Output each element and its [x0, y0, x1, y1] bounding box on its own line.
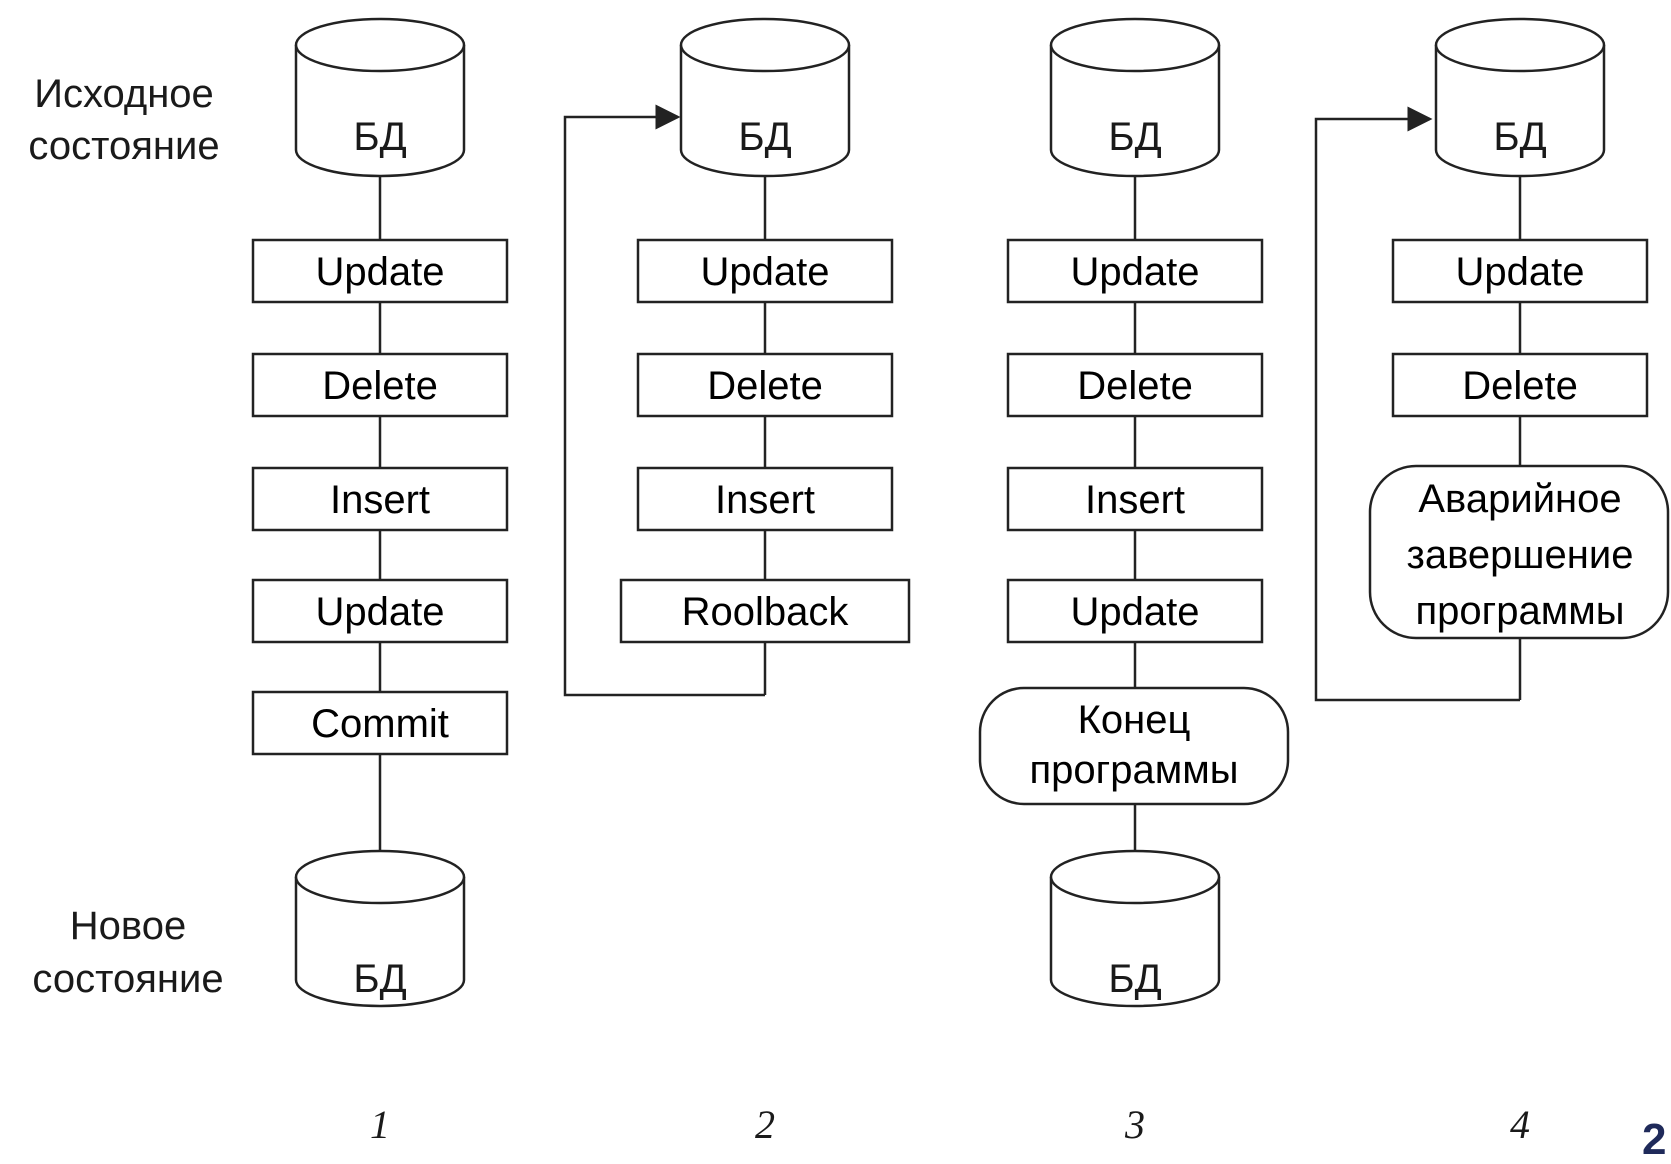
- svg-text:программы: программы: [1030, 748, 1239, 792]
- database-icon: БД: [294, 17, 466, 178]
- step-box: Delete: [1006, 352, 1264, 418]
- column-label: 3: [1124, 1102, 1145, 1141]
- step-box: Update: [1006, 578, 1264, 644]
- svg-text:Аварийное: Аварийное: [1418, 477, 1621, 521]
- svg-text:Update: Update: [1071, 250, 1200, 294]
- svg-text:Конец: Конец: [1078, 698, 1191, 742]
- svg-text:Update: Update: [316, 250, 445, 294]
- column-4: БД Update Delete Аварийное завершение пр…: [1368, 17, 1670, 1141]
- step-box: Update: [251, 578, 509, 644]
- initial-state-label-line2: состояние: [28, 124, 219, 168]
- step-box: Delete: [1391, 352, 1649, 418]
- crash-recovery-arrow: [1314, 106, 1520, 702]
- step-box: Update: [636, 238, 894, 304]
- svg-text:Delete: Delete: [1462, 364, 1578, 408]
- svg-text:Update: Update: [1071, 590, 1200, 634]
- svg-text:БД: БД: [1108, 957, 1161, 1001]
- database-icon: БД: [1049, 849, 1221, 1008]
- svg-text:Commit: Commit: [311, 702, 449, 746]
- svg-text:Update: Update: [701, 250, 830, 294]
- svg-text:Delete: Delete: [1077, 364, 1193, 408]
- new-state-label-line1: Новое: [70, 904, 186, 948]
- initial-state-label-line1: Исходное: [34, 72, 214, 116]
- svg-text:БД: БД: [738, 115, 791, 159]
- svg-text:завершение: завершение: [1407, 533, 1634, 577]
- column-label: 4: [1510, 1102, 1530, 1141]
- step-box: Insert: [636, 466, 894, 532]
- step-box: Update: [1006, 238, 1264, 304]
- database-icon: БД: [679, 17, 851, 178]
- page-number: 2: [1642, 1115, 1667, 1164]
- commit-box: Commit: [251, 690, 509, 756]
- step-box: Delete: [636, 352, 894, 418]
- svg-text:Insert: Insert: [1085, 478, 1185, 522]
- column-label: 1: [370, 1102, 390, 1141]
- rollback-arrow: [563, 104, 765, 697]
- column-label: 2: [755, 1102, 775, 1141]
- svg-text:Insert: Insert: [330, 478, 430, 522]
- step-box: Update: [251, 238, 509, 304]
- crash-terminal: Аварийное завершение программы: [1368, 464, 1670, 640]
- svg-text:Roolback: Roolback: [682, 590, 850, 634]
- svg-text:Update: Update: [1456, 250, 1585, 294]
- column-1: БД Update Delete Insert Update Commit БД…: [251, 17, 509, 1141]
- step-box: Update: [1391, 238, 1649, 304]
- connectors: [378, 170, 1522, 860]
- step-box: Insert: [1006, 466, 1264, 532]
- rollback-box: Roolback: [619, 578, 911, 644]
- svg-text:Update: Update: [316, 590, 445, 634]
- column-3: БД Update Delete Insert Update Конец про…: [978, 17, 1290, 1141]
- step-box: Delete: [251, 352, 509, 418]
- column-2: БД Update Delete Insert Roolback 2: [619, 17, 911, 1141]
- database-icon: БД: [294, 849, 466, 1008]
- program-end-terminal: Конец программы: [978, 686, 1290, 806]
- database-icon: БД: [1049, 17, 1221, 178]
- svg-text:БД: БД: [1108, 115, 1161, 159]
- new-state-label-line2: состояние: [32, 957, 223, 1001]
- svg-text:Insert: Insert: [715, 478, 815, 522]
- step-box: Insert: [251, 466, 509, 532]
- svg-text:БД: БД: [1493, 115, 1546, 159]
- svg-text:БД: БД: [353, 957, 406, 1001]
- svg-text:БД: БД: [353, 115, 406, 159]
- svg-text:программы: программы: [1416, 589, 1625, 633]
- svg-text:Delete: Delete: [322, 364, 438, 408]
- svg-text:Delete: Delete: [707, 364, 823, 408]
- database-icon: БД: [1434, 17, 1606, 178]
